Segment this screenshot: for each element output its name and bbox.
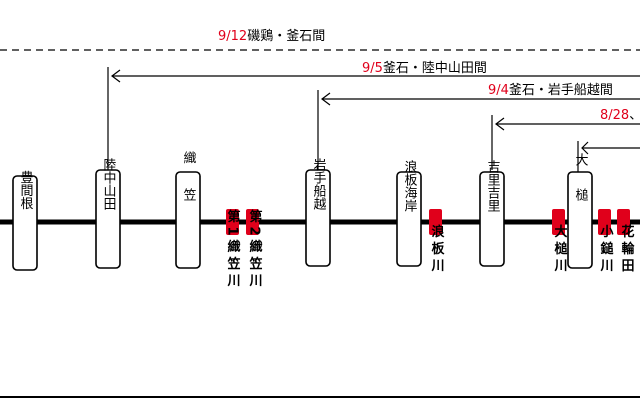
station-namiita-kaigan: 浪板海岸 bbox=[396, 160, 422, 267]
station-orikasa: 織笠 bbox=[175, 151, 201, 269]
bridge-label-otsuchi: 大槌川 bbox=[552, 224, 569, 276]
arrow-head-icon bbox=[321, 92, 331, 106]
frame-border bbox=[0, 396, 640, 398]
station-label: 吉里吉里 bbox=[485, 160, 501, 212]
bridge-marker-hanawada bbox=[617, 209, 630, 235]
arrow-head-icon bbox=[581, 141, 589, 155]
bridge-label-kozuchi: 小鎚川 bbox=[598, 225, 615, 276]
bridge-label-dai2: 第2織笠川 bbox=[247, 209, 264, 291]
station-otsuchi: 大槌 bbox=[567, 153, 593, 269]
segment-label-9-4: 9/4釜石・岩手船越間 bbox=[488, 83, 613, 98]
station-iwate-funakoshi: 岩手船越 bbox=[305, 158, 331, 267]
arrow-head-icon bbox=[495, 117, 505, 131]
bridge-label-namiita: 浪板川 bbox=[429, 224, 446, 276]
station-label: 岩手船越 bbox=[311, 158, 327, 211]
station-toyomane: 豊間根 bbox=[12, 171, 38, 271]
station-label: 浪板海岸 bbox=[402, 160, 418, 212]
bridge-label-hanawada: 花輪田 bbox=[619, 224, 635, 276]
station-kirikiri: 吉里吉里 bbox=[479, 160, 505, 267]
bridge-marker-dai2 bbox=[246, 209, 259, 235]
segment-label-8-28: 8/28、 bbox=[600, 108, 640, 123]
bridge-label-dai1: 第1織笠川 bbox=[225, 209, 242, 291]
station-label: 陸中山田 bbox=[101, 157, 116, 210]
bridge-marker-dai1 bbox=[226, 209, 239, 235]
station-label: 織笠 bbox=[181, 151, 197, 225]
bridge-marker-kozuchi bbox=[598, 209, 611, 235]
station-label: 大槌 bbox=[573, 153, 589, 223]
station-rikuchu-yamada: 陸中山田 bbox=[95, 157, 121, 269]
arrow-head-icon bbox=[111, 69, 121, 83]
segment-label-9-5: 9/5釜石・陸中山田間 bbox=[362, 60, 487, 76]
station-label: 豊間根 bbox=[18, 171, 34, 210]
bridge-marker-namiita bbox=[429, 209, 442, 235]
bridge-marker-otsuchi bbox=[552, 209, 565, 235]
segment-label-9-12: 9/12磯鶏・釜石間 bbox=[218, 29, 325, 44]
